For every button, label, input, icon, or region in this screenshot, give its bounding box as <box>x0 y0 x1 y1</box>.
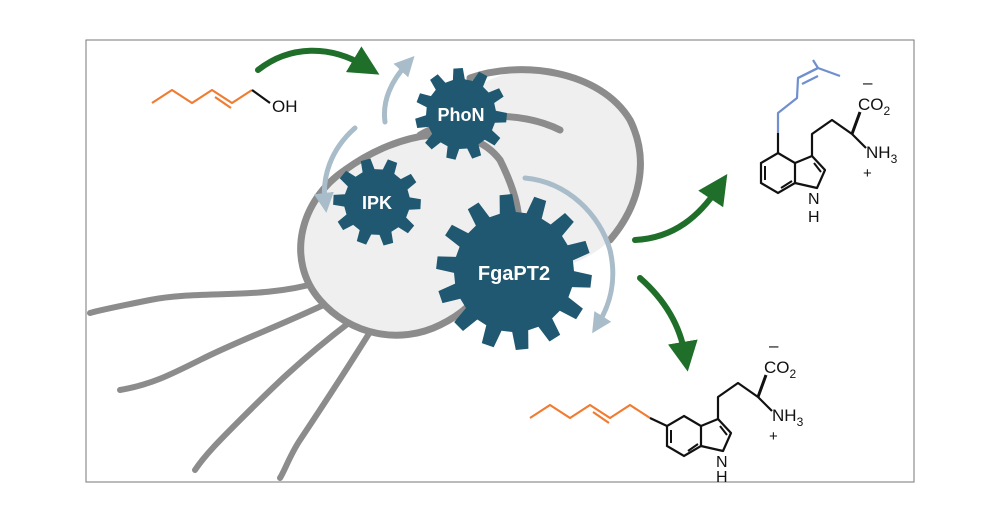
alpha-c-n-bottom <box>757 396 773 412</box>
pyrrole-double-bottom <box>719 425 728 436</box>
hexenyl-to-ring <box>649 417 668 427</box>
product-bottom-indole-n: N <box>716 454 728 471</box>
cycle-arrow-right <box>522 175 616 334</box>
cycle-arrow-top <box>381 55 415 125</box>
side-chain-bottom <box>716 381 759 419</box>
substrate-carbon-chain <box>151 88 253 105</box>
pyrrole-ring-top <box>794 154 827 190</box>
arrow-to-product-top <box>632 174 728 243</box>
flagella <box>87 279 373 481</box>
product-top-molecule: CO2 – NH3 + N H <box>759 59 898 226</box>
arrow-to-product-bottom <box>637 275 698 372</box>
alpha-c-co2-top <box>850 111 862 135</box>
enzyme-label-fgapt2: FgaPT2 <box>478 263 550 285</box>
product-bottom-indole-h: H <box>716 469 728 486</box>
benzene-ring-top <box>759 151 797 195</box>
flagellum-4 <box>277 329 373 481</box>
enzyme-phon: PhoN <box>415 68 507 160</box>
product-bottom-molecule: CO2 – NH3 + N H <box>529 336 804 486</box>
gear-phon-shape <box>415 68 507 160</box>
gear-ipk-shape <box>333 158 421 246</box>
product-top-indole-n: N <box>808 191 820 208</box>
pyrrole-ring-bottom <box>700 417 733 453</box>
product-top-amine: NH3 <box>866 143 898 166</box>
benzene-ring-bottom <box>665 414 703 458</box>
pyrrole-double-top <box>813 162 822 173</box>
enzyme-fgapt2: FgaPT2 <box>436 194 592 350</box>
product-bottom-carboxylate: CO2 <box>764 358 797 381</box>
cycle-arrow-left <box>313 125 358 213</box>
alpha-c-n-top <box>851 133 867 149</box>
cycle-arrows <box>313 55 616 334</box>
product-bottom-amine: NH3 <box>772 406 804 429</box>
cell-rear-membrane <box>466 66 644 244</box>
arrow-uptake <box>255 46 380 75</box>
substrate-double-bond <box>214 96 232 109</box>
product-top-carboxylate-charge: – <box>863 73 873 92</box>
figure-frame <box>85 39 915 483</box>
enzyme-label-phon: PhoN <box>438 105 485 125</box>
hexenyl-double-bond <box>592 411 610 424</box>
side-chain-top <box>810 118 853 156</box>
product-top-indole-h: H <box>808 209 820 226</box>
hexenyl-chain <box>529 403 651 420</box>
flagellum-1 <box>87 279 323 316</box>
enzyme-label-ipk: IPK <box>362 193 392 213</box>
benzene-double-2 <box>780 180 793 189</box>
substrate-molecule: OH <box>151 88 298 116</box>
gear-fgapt2-shape <box>436 194 592 350</box>
enzyme-ipk: IPK <box>333 158 421 246</box>
benzene-b-double-2 <box>687 443 699 452</box>
product-top-amine-charge: + <box>863 165 872 182</box>
prenyl-branch <box>797 66 841 79</box>
substrate-hydroxyl: OH <box>272 97 298 116</box>
substrate-c-o-bond <box>251 89 271 104</box>
alpha-c-co2-bottom <box>756 374 768 398</box>
product-top-carboxylate: CO2 <box>858 95 891 118</box>
flagellum-3 <box>192 319 353 473</box>
flagellum-2 <box>117 299 333 393</box>
reaction-arrows <box>255 46 728 372</box>
prenyl-chain <box>776 59 820 133</box>
product-bottom-amine-charge: + <box>769 428 778 445</box>
prenyl-double-bond <box>801 75 819 85</box>
product-bottom-carboxylate-charge: – <box>769 336 779 355</box>
